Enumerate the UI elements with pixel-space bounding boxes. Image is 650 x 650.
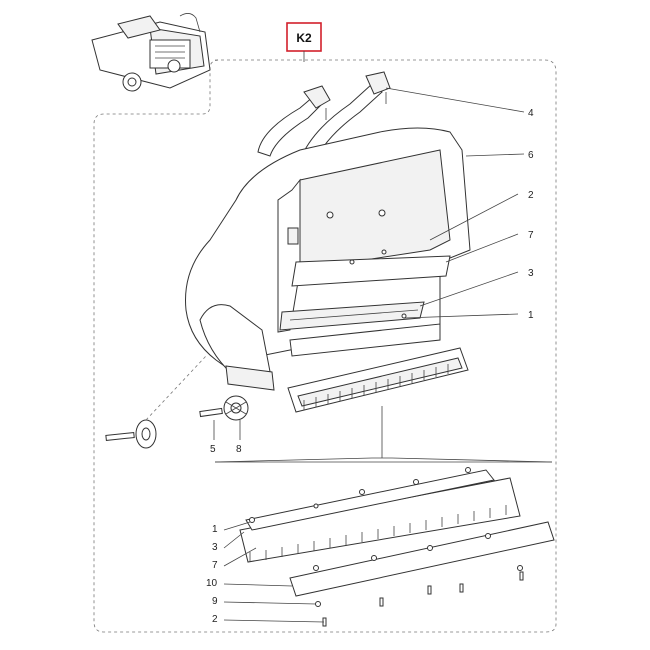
label-4: 4 <box>528 108 534 119</box>
squeegee-upper <box>287 347 469 413</box>
label-3-lower: 3 <box>212 542 218 553</box>
label-3: 3 <box>528 268 534 279</box>
label-9: 9 <box>212 596 218 607</box>
leader-lines-lower <box>223 521 325 623</box>
lower-strip-top <box>245 469 495 531</box>
axle-part-5 <box>105 407 223 441</box>
label-2: 2 <box>528 190 534 201</box>
lower-blade-front <box>289 521 555 597</box>
label-7-lower: 7 <box>212 560 218 571</box>
wheel-small <box>135 419 157 449</box>
callout-k2-text: K2 <box>296 31 312 45</box>
screws-lower <box>249 467 524 627</box>
detail-bracket <box>214 406 553 463</box>
label-10: 10 <box>206 578 218 589</box>
wheel-part-8 <box>223 395 249 421</box>
label-1-lower: 1 <box>212 524 218 535</box>
label-2-lower: 2 <box>212 614 218 625</box>
handle-part-4 <box>257 71 391 165</box>
callout-k2: K2 <box>286 22 322 62</box>
group-boundary <box>93 59 557 633</box>
leader-lines-upper <box>213 87 525 440</box>
inner-tray <box>279 209 451 357</box>
label-8: 8 <box>236 444 242 455</box>
machine-thumbnail <box>91 13 211 92</box>
label-1: 1 <box>528 310 534 321</box>
wheel-guide <box>145 355 207 421</box>
label-5: 5 <box>210 444 216 455</box>
label-6: 6 <box>528 150 534 161</box>
label-7: 7 <box>528 230 534 241</box>
